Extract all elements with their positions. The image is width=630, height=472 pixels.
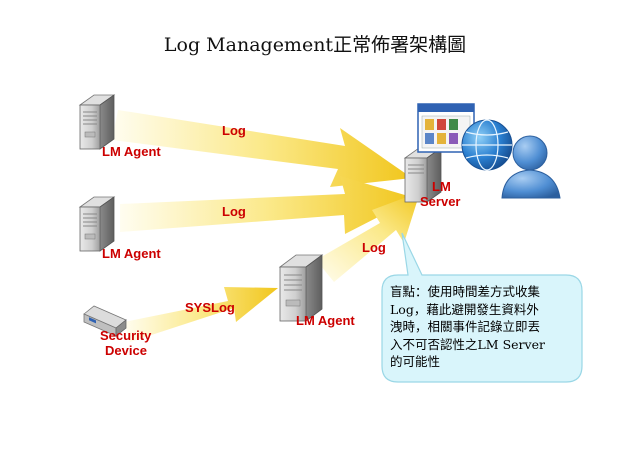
arrow-mid-agent-to-server [120,176,415,234]
server-icon-agent-mid [78,196,116,252]
server-icon-lm-server [403,147,443,203]
note-line: 的可能性 [390,354,441,369]
security-device-label-line2: Device [105,343,147,358]
edge-label-top-log: Log [222,123,246,138]
agent-top-label: LM Agent [102,144,161,159]
security-device-label-line1: Security [100,328,152,343]
edge-label-mid-log: Log [222,204,246,219]
agent-mid-label: LM Agent [102,246,161,261]
server-label-line1: LM [432,179,451,194]
note-line: Log，藉此避開發生資料外 [390,301,539,317]
globe-icon [461,119,513,171]
callout-note-shape [381,232,583,383]
arrow-device-to-relay [124,287,278,342]
diagram-title: Log Management正常佈署架構圖 [163,34,467,56]
edge-label-relay-log: Log [362,240,386,255]
agent-relay-label: LM Agent [296,313,355,328]
server-label-line2: Server [420,194,461,209]
user-icon [501,135,561,199]
security-device-icon [83,305,127,337]
server-icon-agent-top [78,94,116,150]
note-line: 入不可否認性之LM Server [390,336,545,352]
arrow-relay-to-server [316,192,420,282]
edge-label-syslog: SYSLog [185,300,235,315]
arrow-top-agent-to-server [112,110,412,187]
callout-note-text: 盲點：使用時間差方式收集 Log，藉此避開發生資料外 洩時，相關事件記錄立即丟 … [390,283,572,371]
note-line: 盲點：使用時間差方式收集 [390,284,541,299]
note-line: 洩時，相關事件記錄立即丟 [390,319,541,334]
server-icon-agent-relay [278,254,324,322]
